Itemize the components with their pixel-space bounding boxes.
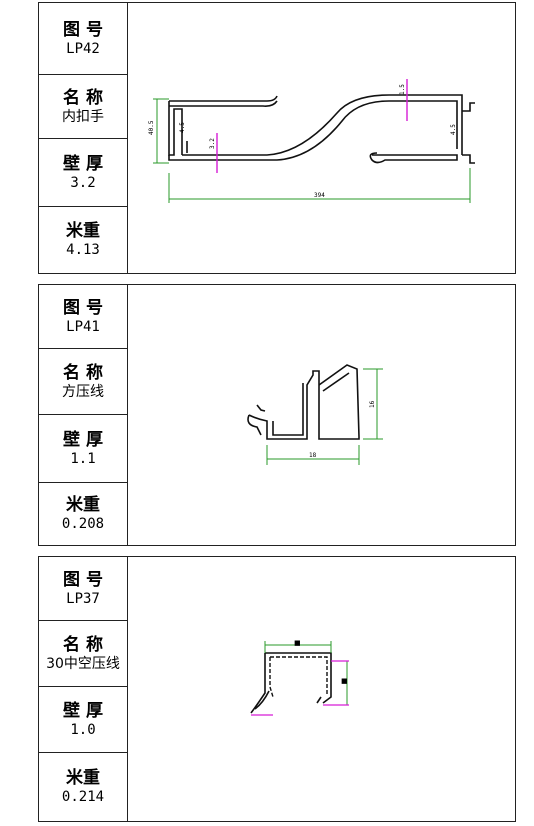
wall-value: 3.2 <box>70 174 96 191</box>
wall-label: 壁 厚 <box>63 700 103 721</box>
lp42-dimension-lines <box>153 98 471 203</box>
wall-label: 壁 厚 <box>63 153 103 174</box>
wall-value: 1.0 <box>70 721 96 738</box>
name-cell: 名 称 方压线 <box>39 349 127 415</box>
dim-height: 16 <box>369 400 376 408</box>
weight-cell: 米重 4.13 <box>39 207 127 273</box>
dim-wall-c: 4.5 <box>179 122 186 133</box>
drawing-no-cell: 图 号 LP42 <box>39 3 127 75</box>
lp37-dimension-lines <box>264 641 348 705</box>
name-value: 内扣手 <box>62 108 104 125</box>
dim-height: 40.5 <box>148 120 155 135</box>
name-label: 名 称 <box>63 362 103 383</box>
lp41-outline <box>247 364 360 440</box>
name-cell: 名 称 内扣手 <box>39 75 127 139</box>
wall-cell: 壁 厚 3.2 <box>39 139 127 207</box>
drawing-no-value: LP41 <box>66 318 100 335</box>
dim-length: 394 <box>314 192 325 199</box>
profile-card-lp37: 图 号 LP37 名 称 30中空压线 壁 厚 1.0 米重 0.214 <box>38 556 516 822</box>
name-label: 名 称 <box>63 87 103 108</box>
wall-value: 1.1 <box>70 450 96 467</box>
wall-cell: 壁 厚 1.0 <box>39 687 127 753</box>
weight-label: 米重 <box>66 768 100 788</box>
weight-value: 0.214 <box>61 789 105 805</box>
dim-wall-d: 4.5 <box>450 124 457 135</box>
profile-drawing: ■ ■ <box>127 557 515 821</box>
drawing-no-cell: 图 号 LP41 <box>39 285 127 349</box>
name-value: 30中空压线 <box>46 655 120 672</box>
dim-width: ■ <box>294 639 301 647</box>
weight-label: 米重 <box>66 495 100 515</box>
profile-drawing: 18 16 <box>127 285 515 545</box>
dim-wall-b: 1.5 <box>399 84 406 95</box>
drawing-no-label: 图 号 <box>63 569 103 590</box>
profile-card-lp41: 图 号 LP41 名 称 方压线 壁 厚 1.1 米重 0.208 <box>38 284 516 546</box>
lp41-dimension-lines <box>266 368 383 465</box>
lp37-outline <box>250 652 332 714</box>
profile-drawing: 40.5 394 3.2 1.5 4.5 4.5 <box>127 3 515 273</box>
info-column: 图 号 LP42 名 称 内扣手 壁 厚 3.2 米重 4.13 <box>39 3 128 273</box>
drawing-no-label: 图 号 <box>63 297 103 318</box>
dim-wall-a: 3.2 <box>209 138 216 149</box>
name-label: 名 称 <box>63 634 103 655</box>
drawing-no-value: LP42 <box>66 40 100 57</box>
weight-cell: 米重 0.214 <box>39 753 127 821</box>
wall-label: 壁 厚 <box>63 429 103 450</box>
name-value: 方压线 <box>62 383 104 400</box>
info-column: 图 号 LP41 名 称 方压线 壁 厚 1.1 米重 0.208 <box>39 285 128 545</box>
lp41-section-svg: 18 16 <box>247 364 383 465</box>
lp42-wall-markers <box>216 79 408 173</box>
name-cell: 名 称 30中空压线 <box>39 621 127 687</box>
dim-height: ■ <box>341 677 348 685</box>
lp42-outline <box>168 94 475 164</box>
weight-label: 米重 <box>66 221 100 241</box>
weight-value: 4.13 <box>66 242 100 258</box>
info-column: 图 号 LP37 名 称 30中空压线 壁 厚 1.0 米重 0.214 <box>39 557 128 821</box>
drawing-no-label: 图 号 <box>63 19 103 40</box>
drawing-no-value: LP37 <box>66 590 100 607</box>
profile-card-lp42: 图 号 LP42 名 称 内扣手 壁 厚 3.2 米重 4.13 <box>38 2 516 274</box>
lp37-inner-dashed <box>269 656 328 698</box>
dim-width: 18 <box>309 452 317 459</box>
weight-value: 0.208 <box>61 516 105 532</box>
lp42-section-svg: 40.5 394 3.2 1.5 4.5 4.5 <box>148 79 475 203</box>
lp37-section-svg: ■ ■ <box>250 639 349 716</box>
wall-cell: 壁 厚 1.1 <box>39 415 127 483</box>
drawing-no-cell: 图 号 LP37 <box>39 557 127 621</box>
lp37-wall-markers <box>251 660 349 716</box>
weight-cell: 米重 0.208 <box>39 483 127 545</box>
